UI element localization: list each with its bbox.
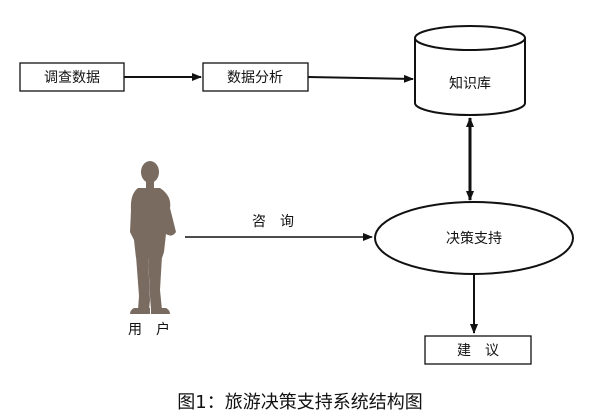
consult-edge-label: 咨 询: [252, 214, 294, 230]
survey-data-label: 调查数据: [44, 70, 100, 86]
user-silhouette-icon: [130, 161, 176, 314]
knowledge-base-label: 知识库: [449, 75, 491, 92]
user-foot-right: [151, 308, 170, 314]
data-analysis-label: 数据分析: [227, 70, 283, 86]
user-neck: [146, 181, 154, 188]
suggestion-label: 建 议: [457, 343, 499, 359]
arrow-analysis-to-knowledge: [307, 74, 414, 83]
knowledge-base-node: 知识库: [414, 25, 526, 116]
survey-data-box: [19, 62, 125, 92]
data-analysis-box: [202, 62, 309, 92]
user-torso: [130, 188, 176, 258]
suggestion-node: 建 议: [424, 335, 532, 365]
user-leg-left: [136, 256, 150, 310]
data-analysis-node: 数据分析: [202, 62, 309, 92]
knowledge-base-body: [414, 38, 526, 116]
suggestion-box: [424, 335, 532, 365]
user-head: [141, 161, 159, 183]
user-label: 用 户: [128, 321, 170, 338]
decision-support-label: 决策支持: [446, 230, 502, 247]
figure-caption: 图1：旅游决策支持系统结构图: [177, 392, 422, 413]
knowledge-base-top: [414, 25, 526, 51]
survey-data-node: 调查数据: [19, 62, 125, 92]
user-leg-right: [148, 256, 162, 310]
decision-support-node: 决策支持: [374, 201, 574, 275]
user-foot-left: [130, 308, 150, 314]
